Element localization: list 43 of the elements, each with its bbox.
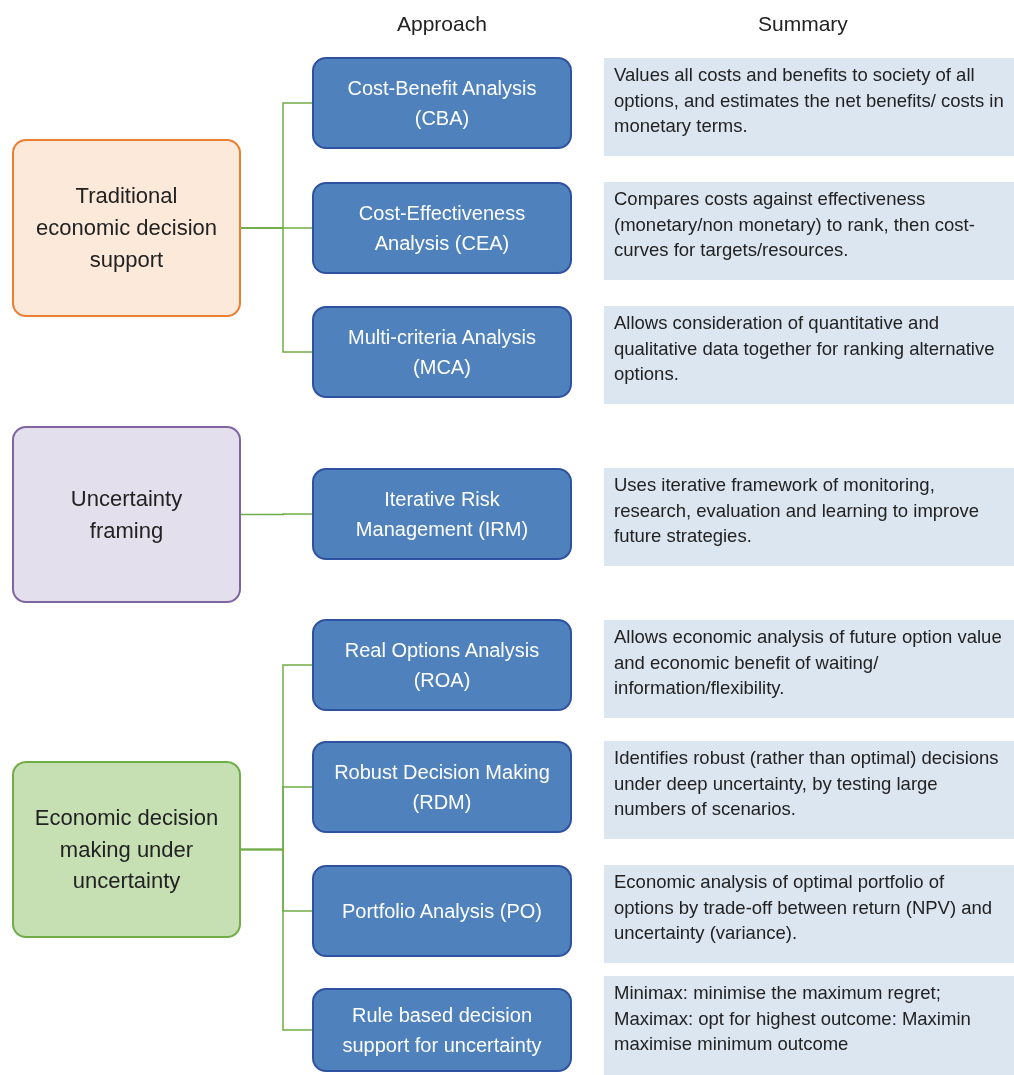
summary-box [604, 976, 1014, 1075]
category-box [12, 761, 241, 938]
approach-box [312, 468, 572, 560]
summary-box [604, 741, 1014, 839]
column-header: Approach [397, 12, 487, 36]
summary-box [604, 468, 1014, 566]
summary-text: Economic analysis of optimal portfolio of options by trade-off between return (NPV) and uncertainty (variance). [614, 870, 994, 946]
category-box [12, 139, 241, 317]
box-label: Multi-criteria Analysis (MCA) [347, 325, 537, 380]
summary-text: Values all costs and benefits to society of all options, and estimates the net benefits/ costs in monetary terms. [614, 63, 1004, 139]
summary-text: Uses iterative framework of monitoring, research, evaluation and learning to improve future strategies. [614, 473, 981, 549]
summary-box [604, 58, 1014, 156]
box-label: Iterative Risk Management (IRM) [354, 487, 530, 542]
column-header: Summary [758, 12, 848, 36]
summary-text: Allows economic analysis of future option value and economic benefit of waiting/ information/flexibility. [614, 625, 1003, 701]
summary-text: Identifies robust (rather than optimal) decisions under deep uncertainty, by testing large numbers of scenarios. [614, 746, 1000, 822]
summary-text: Minimax: minimise the maximum regret; Maximax: opt for highest outcome: Maximin maximise minimum outcome [614, 981, 972, 1057]
approach-box [312, 865, 572, 957]
connector-line [240, 848, 313, 1031]
box-label: Cost-Benefit Analysis (CBA) [346, 76, 538, 131]
box-label: Rule based decision support for uncertainty [341, 1003, 543, 1058]
box-label: Portfolio Analysis (PO) [341, 899, 543, 924]
box-label: Robust Decision Making (RDM) [333, 760, 551, 815]
approach-box [312, 741, 572, 833]
approach-box [312, 306, 572, 398]
connector-line [240, 227, 313, 353]
approach-box [312, 988, 572, 1072]
category-box [12, 426, 241, 603]
connector-line [240, 513, 313, 516]
summary-box [604, 182, 1014, 280]
approach-box [312, 619, 572, 711]
approach-box [312, 57, 572, 149]
box-label: Uncertainty framing [69, 484, 184, 545]
approach-box [312, 182, 572, 274]
box-label: Cost-Effectiveness Analysis (CEA) [357, 201, 527, 256]
summary-box [604, 865, 1014, 963]
box-label: Traditional economic decision support [35, 182, 218, 274]
summary-box [604, 306, 1014, 404]
box-label: Real Options Analysis (ROA) [343, 638, 541, 693]
summary-box [604, 620, 1014, 718]
box-label: Economic decision making under uncertainty [33, 803, 220, 896]
summary-text: Compares costs against effectiveness (monetary/non monetary) to rank, then cost-curves for targets/resources. [614, 187, 976, 263]
summary-text: Allows consideration of quantitative and qualitative data together for ranking alternative options. [614, 311, 996, 387]
